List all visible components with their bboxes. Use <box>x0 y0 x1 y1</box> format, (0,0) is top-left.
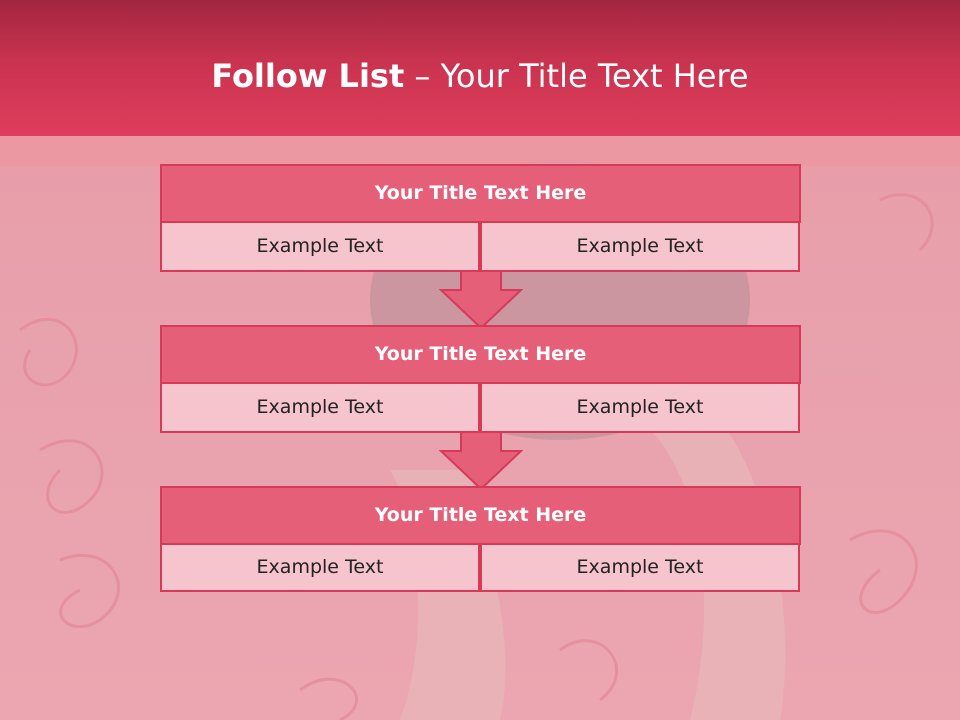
block-title: Your Title Text Here <box>160 164 801 223</box>
header-bar <box>0 0 960 136</box>
header-band <box>0 136 960 166</box>
block-cell-right: Example Text <box>480 543 800 592</box>
slide-title: Follow List – Your Title Text Here <box>0 52 960 100</box>
block-cell-left: Example Text <box>160 543 480 592</box>
block-title: Your Title Text Here <box>160 325 801 384</box>
slide-title-bold: Follow List <box>211 57 405 95</box>
down-arrow-icon <box>439 270 523 330</box>
block-title: Your Title Text Here <box>160 486 801 545</box>
block-cell-left: Example Text <box>160 221 480 272</box>
block-cell-right: Example Text <box>480 221 800 272</box>
down-arrow-icon <box>439 431 523 491</box>
slide-title-rest: – Your Title Text Here <box>414 57 749 95</box>
block-cell-right: Example Text <box>480 382 800 433</box>
block-cell-left: Example Text <box>160 382 480 433</box>
